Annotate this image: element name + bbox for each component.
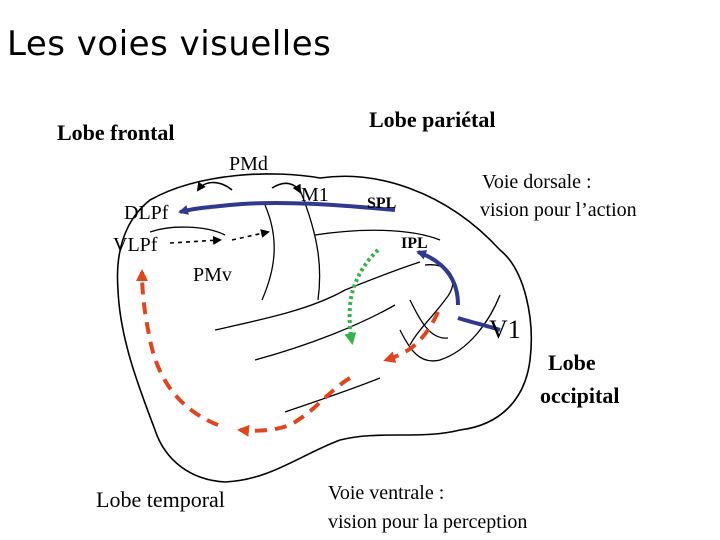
area-spl-label: SPL <box>367 195 396 212</box>
lobe-occipital-label-line2: occipital <box>540 383 619 408</box>
slide-title: Les voies visuelles <box>7 24 332 64</box>
lobe-frontal-label: Lobe frontal <box>57 120 175 145</box>
area-vlpf-label: VLPf <box>113 234 158 256</box>
lobe-occipital-label-line1: Lobe <box>548 350 596 375</box>
vlpf-dashed-arrow <box>169 235 222 245</box>
ventral-arrow-prefrontal <box>136 269 219 427</box>
pmd-arrow-right <box>271 182 301 194</box>
intraparietal-sulcus <box>314 229 441 241</box>
ventral-stream-label-line1: Voie ventrale : <box>328 482 444 504</box>
area-ipl-label: IPL <box>401 235 428 252</box>
area-dlpf-label: DLPf <box>124 202 169 224</box>
dorsal-arrow-to-v1 <box>457 316 501 332</box>
pmv-dashed-arrow <box>231 229 270 241</box>
dorsal-stream-label-line1: Voie dorsale : <box>482 171 592 193</box>
sylvian-sulcus <box>214 261 421 331</box>
ventral-arrow-v1 <box>383 311 440 363</box>
dorsal-stream-label-line2: vision pour l’action <box>480 199 637 221</box>
ventral-stream-label-line2: vision pour la perception <box>328 511 527 533</box>
pmd-arrow-left <box>196 181 233 192</box>
central-sulcus <box>299 189 321 301</box>
ventral-arrow-temporal <box>237 376 352 437</box>
area-pmv-label: PMv <box>193 264 232 286</box>
dorsal-arrow-v1-to-ipl <box>416 250 460 306</box>
occipital-fold <box>409 299 449 339</box>
area-pmd-label: PMd <box>229 153 268 175</box>
dorsal-arrow-to-dlpf <box>178 200 396 215</box>
sts-sulcus <box>254 304 396 361</box>
temporal-sulcus <box>284 377 381 413</box>
arcuate-sulcus <box>261 204 275 301</box>
green-dotted-arrow <box>344 248 380 345</box>
inferior-occipital-sulcus <box>399 294 501 362</box>
lobe-temporal-label: Lobe temporal <box>96 487 225 512</box>
area-m1-label: M1 <box>301 184 329 206</box>
brain-outline <box>116 173 533 483</box>
lobe-parietal-label: Lobe pariétal <box>369 107 496 132</box>
area-v1-label: V1 <box>489 315 521 344</box>
sulci <box>149 189 501 413</box>
principal-sulcus <box>149 226 226 236</box>
